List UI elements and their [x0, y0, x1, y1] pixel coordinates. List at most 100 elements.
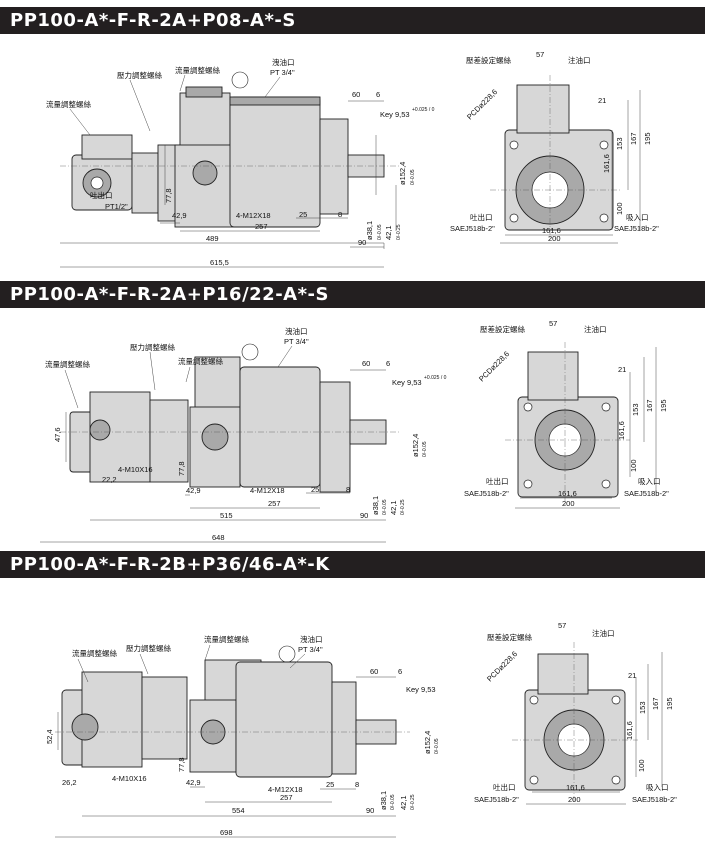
label-pressure-3: 壓力調整螺絲	[126, 643, 171, 653]
end-d21-2: 21	[618, 365, 626, 374]
end-d167-3: 167	[651, 697, 660, 710]
end-view-1	[490, 75, 641, 244]
end-pcd-1: PCDø228,6	[465, 87, 499, 121]
label-flow-right-2: 流量調整螺絲	[178, 356, 223, 366]
end-d100-1: 100	[615, 202, 624, 215]
main-pump-body-3	[55, 645, 410, 778]
dim-flange-tol-3: 0/-0.05	[434, 738, 440, 754]
side-view-1: 流量調整螺絲 壓力調整螺絲 流量調整螺絲 洩油口 PT 3/4" 吐出口 PT1…	[46, 50, 659, 268]
dim-615-1: 615,5	[210, 258, 229, 267]
end-d195-1: 195	[643, 132, 652, 145]
label-bolts-main-3: 4-M12X18	[268, 785, 303, 794]
end-outlet-1: 吐出口	[470, 212, 493, 222]
label-pressure-1: 壓力調整螺絲	[117, 70, 162, 80]
dim-77-1: 77,8	[164, 188, 173, 203]
end-d21-3: 21	[628, 671, 636, 680]
dim-keydepth-1: 42,1	[384, 225, 393, 240]
end-outlet-3: 吐出口	[493, 782, 516, 792]
end-d1616v-3: 161,6	[625, 721, 634, 740]
dim-keydepth-tol-2: 0/-0.25	[400, 499, 406, 515]
label-flow-right-3: 流量調整螺絲	[204, 634, 249, 644]
dim-shaft-3: ø38,1	[379, 791, 388, 810]
dim-257-1: 257	[255, 222, 268, 231]
end-inlet-std-2: SAEJ518b-2"	[624, 489, 669, 498]
end-d1616h-1: 161,6	[542, 226, 561, 235]
dim-shaft-tol-1: 0/-0.05	[377, 224, 383, 240]
label-flow-left-2: 流量調整螺絲	[45, 359, 90, 369]
end-fill-1: 注油口	[568, 55, 591, 65]
dim-flange-tol-1: 0/-0.05	[410, 169, 416, 185]
label-key-tol-1: +0.025 / 0	[412, 107, 435, 113]
section-title-2: PP100-A*-F-R-2A+P16/22-A*-S	[0, 281, 705, 308]
end-view-3	[512, 642, 663, 805]
label-drain-size-2: PT 3/4"	[284, 337, 309, 346]
main-pump-body-2	[60, 343, 400, 493]
dim-flange-tol-2: 0/-0.05	[422, 441, 428, 457]
end-inlet-2: 吸入口	[638, 477, 661, 486]
dim-25-1: 25	[299, 210, 307, 219]
label-flow-right-1: 流量調整螺絲	[175, 65, 220, 75]
side-dims-3	[55, 676, 396, 838]
end-d167-2: 167	[645, 399, 654, 412]
label-outlet-small-1: 吐出口	[90, 190, 113, 200]
label-key-1: Key 9,53	[380, 110, 410, 119]
dim-60-3: 60	[370, 667, 378, 676]
dim-489-1: 489	[206, 234, 219, 243]
dim-keydepth-3: 42,1	[399, 795, 408, 810]
end-d100-3: 100	[637, 759, 646, 772]
side-dims-2	[40, 369, 386, 543]
dim-22-2: 22,2	[102, 475, 117, 484]
end-d1616h-3: 161,6	[566, 783, 585, 792]
end-diff-screw-1: 壓差設定螺絲	[466, 55, 511, 65]
dim-52-3: 52,4	[45, 729, 54, 744]
dim-77-2: 77,8	[177, 461, 186, 476]
dim-6-1: 6	[376, 90, 380, 99]
label-bolts-small-2: 4-M10X16	[118, 465, 153, 474]
end-d200-2: 200	[562, 499, 575, 508]
end-pcd-2: PCDø228,6	[477, 349, 511, 383]
end-pcd-3: PCDø228,6	[485, 649, 519, 683]
label-drain-1: 洩油口	[272, 57, 295, 67]
dim-flange-1: ø152,4	[398, 162, 407, 185]
side-view-2: 流量調整螺絲 壓力調整螺絲 流量調整螺絲 洩油口 PT 3/4" 4-M10X1…	[40, 319, 669, 543]
section-title-3: PP100-A*-F-R-2B+P36/46-A*-K	[0, 551, 705, 578]
dim-shaft-1: ø38,1	[365, 221, 374, 240]
dim-6-2: 6	[386, 359, 390, 368]
end-d1616v-2: 161,6	[617, 421, 626, 440]
main-pump-body-1	[60, 71, 400, 228]
small-pump-body-3	[61, 671, 188, 768]
end-d195-3: 195	[665, 697, 674, 710]
end-outlet-std-1: SAEJ518b-2"	[450, 224, 495, 233]
dim-90-3: 90	[366, 806, 374, 815]
side-dims-1	[60, 100, 397, 268]
end-inlet-1: 吸入口	[626, 213, 649, 222]
dim-515-2: 515	[220, 511, 233, 520]
label-pressure-2: 壓力調整螺絲	[130, 342, 175, 352]
end-diff-screw-2: 壓差設定螺絲	[480, 324, 525, 334]
end-d195-2: 195	[659, 399, 668, 412]
label-key-3: Key 9,53	[406, 685, 436, 694]
end-outlet-std-3: SAEJ518b-2"	[474, 795, 519, 804]
end-d57-3: 57	[558, 621, 566, 630]
label-flow-left-1: 流量調整螺絲	[46, 99, 91, 109]
dim-25-3: 25	[326, 780, 334, 789]
dim-flange-3: ø152,4	[423, 731, 432, 754]
end-inlet-3: 吸入口	[646, 783, 669, 792]
label-flow-left-3: 流量調整螺絲	[72, 648, 117, 658]
dim-shaft-2: ø38,1	[371, 496, 380, 515]
dim-47-2: 47,6	[53, 427, 62, 442]
end-view-2	[505, 342, 657, 509]
dim-42-1: 42,9	[172, 211, 187, 220]
label-outlet-small-size-1: PT1/2"	[105, 202, 128, 211]
end-d200-1: 200	[548, 234, 561, 243]
end-d100-2: 100	[629, 459, 638, 472]
dim-flange-2: ø152,4	[411, 434, 420, 457]
end-inlet-std-3: SAEJ518b-2"	[632, 795, 677, 804]
end-inlet-std-1: SAEJ518b-2"	[614, 224, 659, 233]
dim-keydepth-2: 42,1	[389, 500, 398, 515]
dim-keydepth-tol-1: 0/-0.25	[396, 224, 402, 240]
section-title-1: PP100-A*-F-R-2A+P08-A*-S	[0, 7, 705, 34]
end-d1616v-1: 161,6	[602, 154, 611, 173]
dim-25-2: 25	[311, 485, 319, 494]
label-drain-size-3: PT 3/4"	[298, 645, 323, 654]
